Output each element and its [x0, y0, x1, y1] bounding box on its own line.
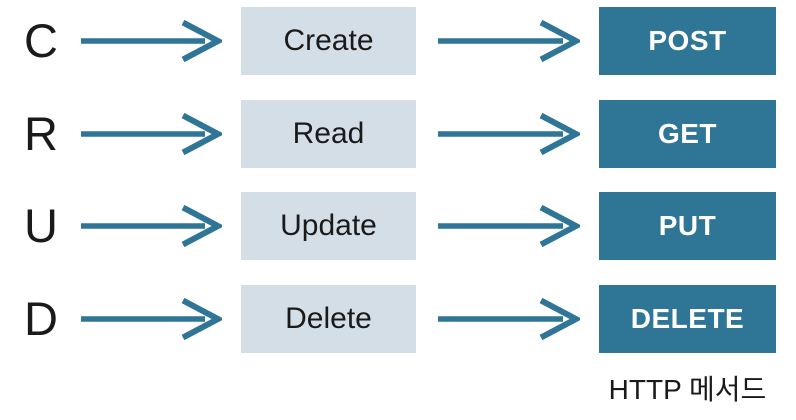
right-arrow-icon: [437, 297, 580, 341]
right-arrow-icon: [80, 19, 222, 63]
diagram-row-update: U Update PUT: [0, 192, 796, 260]
right-arrow-icon: [437, 112, 580, 156]
diagram-row-create: C Create POST: [0, 7, 796, 75]
method-box-put: PUT: [599, 192, 776, 260]
method-box-get: GET: [599, 100, 776, 168]
method-box-post: POST: [599, 7, 776, 75]
operation-box-create: Create: [241, 7, 416, 75]
right-arrow-icon: [80, 112, 222, 156]
operation-box-read: Read: [241, 100, 416, 168]
operation-box-delete: Delete: [241, 285, 416, 353]
crud-letter-d: D: [24, 292, 58, 345]
method-box-delete: DELETE: [599, 285, 776, 353]
operation-box-update: Update: [241, 192, 416, 260]
right-arrow-icon: [437, 204, 580, 248]
crud-letter-c: C: [24, 14, 58, 67]
http-method-caption: HTTP 메서드: [608, 374, 767, 405]
diagram-row-read: R Read GET: [0, 100, 796, 168]
right-arrow-icon: [80, 204, 222, 248]
right-arrow-icon: [80, 297, 222, 341]
crud-letter-r: R: [24, 107, 58, 160]
diagram-row-delete: D Delete DELETE: [0, 285, 796, 353]
right-arrow-icon: [437, 19, 580, 63]
crud-letter-u: U: [24, 199, 58, 252]
